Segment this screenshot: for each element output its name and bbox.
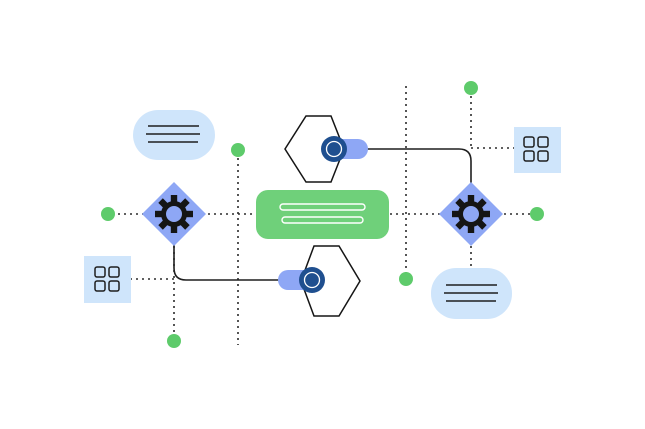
- central-process-bar: [256, 190, 389, 239]
- toggle-knob-ring: [303, 271, 321, 289]
- text-lines-icon: [444, 284, 498, 302]
- grid-tile-left: [84, 256, 131, 303]
- bubble-shape: [133, 110, 215, 160]
- solid-connectors: [173, 148, 472, 281]
- tile-shape: [514, 127, 561, 173]
- green-dots: [101, 81, 544, 348]
- app-grid-icon: [523, 136, 549, 162]
- text-bubble-top-left: [133, 110, 215, 160]
- hex-toggle-bottom: [278, 245, 361, 317]
- green-dot-top-right: [464, 81, 478, 95]
- solid-line-toggle-to-gear: [350, 148, 472, 186]
- solid-line-gear-to-toggle: [173, 240, 283, 281]
- gear-node-left: [142, 182, 206, 246]
- green-dot-lower-middle: [399, 272, 413, 286]
- tile-shape: [84, 256, 131, 303]
- hexagon-outline: [284, 115, 345, 183]
- gear-icon: [452, 195, 490, 233]
- green-dot-upper-middle: [231, 143, 245, 157]
- gear-node-right: [439, 182, 503, 246]
- bar-line-top: [279, 203, 366, 211]
- app-grid-icon: [94, 266, 120, 292]
- green-dot-bottom-left: [167, 334, 181, 348]
- toggle-knob-ring: [325, 140, 343, 158]
- green-bar-shape: [256, 190, 389, 239]
- text-lines-icon: [146, 125, 200, 143]
- toggle-knob-icon: [299, 267, 325, 293]
- gear-icon: [155, 195, 193, 233]
- green-dot-left: [101, 207, 115, 221]
- green-dot-right: [530, 207, 544, 221]
- text-bubble-bottom-right: [431, 268, 512, 319]
- grid-tile-right: [514, 127, 561, 173]
- hex-toggle-top: [284, 115, 368, 183]
- bar-line-bottom: [281, 216, 364, 224]
- toggle-knob-icon: [321, 136, 347, 162]
